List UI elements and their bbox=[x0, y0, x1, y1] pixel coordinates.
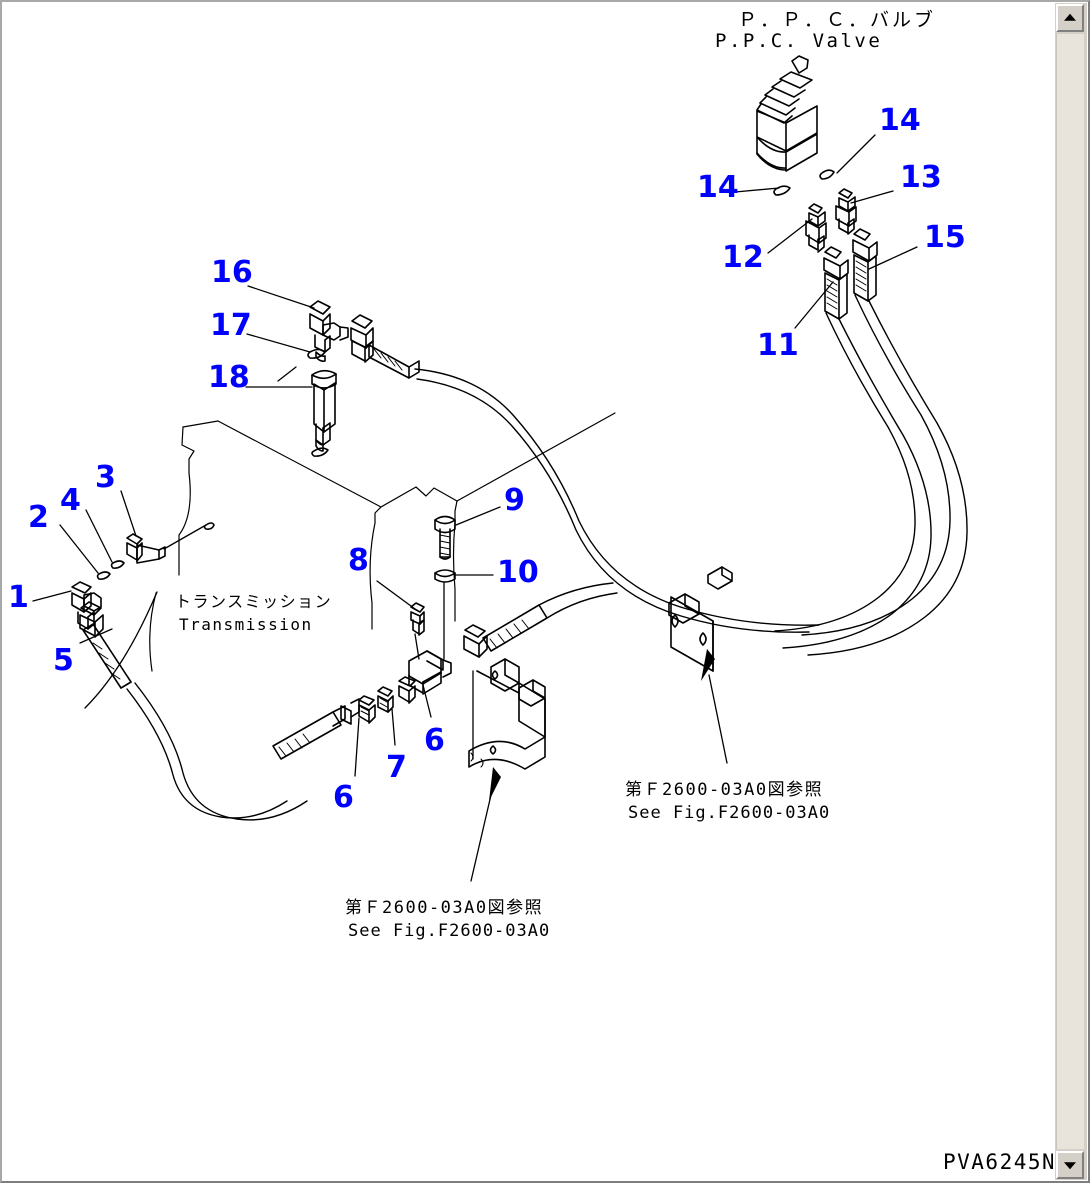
callout-14-upper: 14 bbox=[879, 103, 921, 138]
callout-6-left: 6 bbox=[333, 780, 354, 815]
callout-1: 1 bbox=[8, 580, 29, 615]
diagram-drawing bbox=[3, 3, 1053, 1180]
see-fig-note-left-en: See Fig.F2600-03A0 bbox=[348, 921, 551, 941]
callout-5: 5 bbox=[53, 643, 74, 678]
see-fig-note-right-jp: 第Ｆ2600-03A0図参照 bbox=[625, 780, 824, 800]
scroll-up-button[interactable] bbox=[1056, 4, 1084, 32]
nut-6-left bbox=[358, 695, 376, 724]
oring-17 bbox=[307, 348, 326, 359]
oring-14-lower bbox=[773, 185, 791, 196]
hose-5 bbox=[79, 601, 308, 821]
callout-13: 13 bbox=[900, 160, 942, 195]
vertical-scrollbar[interactable] bbox=[1054, 3, 1087, 1180]
callout-15: 15 bbox=[924, 220, 966, 255]
fitting-12 bbox=[805, 203, 827, 253]
hose-end-left bbox=[272, 698, 360, 760]
drawing-number: PVA6245N bbox=[943, 1150, 1053, 1174]
washer-10 bbox=[434, 569, 456, 583]
fitting-16-elbow bbox=[309, 300, 349, 362]
scroll-down-arrow-icon bbox=[1064, 1162, 1076, 1170]
diagram-title-jp: Ｐ．Ｐ．Ｃ．バルブ bbox=[738, 9, 937, 31]
hose-11 bbox=[774, 246, 932, 649]
scroll-down-button[interactable] bbox=[1056, 1151, 1084, 1179]
scrollbar-track[interactable] bbox=[1056, 34, 1084, 1149]
hose-upper-left bbox=[350, 314, 820, 633]
callout-18: 18 bbox=[208, 360, 250, 395]
transmission-label-jp: トランスミッション bbox=[175, 592, 333, 611]
hose-mid-right bbox=[463, 582, 618, 658]
transmission-label-en: Transmission bbox=[179, 615, 313, 634]
callout-12: 12 bbox=[722, 240, 764, 275]
scroll-up-arrow-icon bbox=[1064, 13, 1076, 21]
nut-6-right bbox=[398, 676, 416, 704]
oring-2 bbox=[96, 571, 111, 580]
callout-10: 10 bbox=[497, 555, 539, 590]
oring-14-upper bbox=[819, 169, 835, 180]
callout-16: 16 bbox=[211, 255, 253, 290]
hose-15 bbox=[801, 228, 968, 656]
see-fig-note-right-en: See Fig.F2600-03A0 bbox=[628, 803, 831, 823]
ppc-valve-body bbox=[756, 55, 818, 172]
leader-lines bbox=[32, 134, 918, 777]
fitting-13 bbox=[835, 188, 857, 235]
hose-joint-block bbox=[408, 582, 452, 695]
callout-17: 17 bbox=[210, 308, 252, 343]
diagram-canvas: Ｐ．Ｐ．Ｃ．バルブ P.P.C. Valve トランスミッション Transmi… bbox=[3, 3, 1053, 1180]
callout-6-right: 6 bbox=[424, 723, 445, 758]
callout-4: 4 bbox=[60, 483, 81, 518]
spacer-7 bbox=[377, 686, 394, 713]
diagram-title-en: P.P.C. Valve bbox=[715, 30, 883, 52]
clamp-bracket-right bbox=[668, 566, 733, 764]
callout-7: 7 bbox=[386, 750, 407, 785]
callout-8: 8 bbox=[348, 543, 369, 578]
clamp-bracket-center bbox=[468, 658, 546, 882]
oring-4 bbox=[110, 560, 125, 569]
callout-3: 3 bbox=[95, 460, 116, 495]
callout-9: 9 bbox=[504, 483, 525, 518]
callout-11: 11 bbox=[757, 328, 799, 363]
bolt-9 bbox=[434, 515, 456, 560]
callout-14-lower: 14 bbox=[697, 170, 739, 205]
adapter-18 bbox=[311, 369, 337, 457]
callout-2: 2 bbox=[28, 500, 49, 535]
fitting-3 bbox=[126, 522, 215, 564]
fitting-1-elbow bbox=[71, 581, 102, 630]
see-fig-note-left-jp: 第Ｆ2600-03A0図参照 bbox=[345, 898, 544, 918]
